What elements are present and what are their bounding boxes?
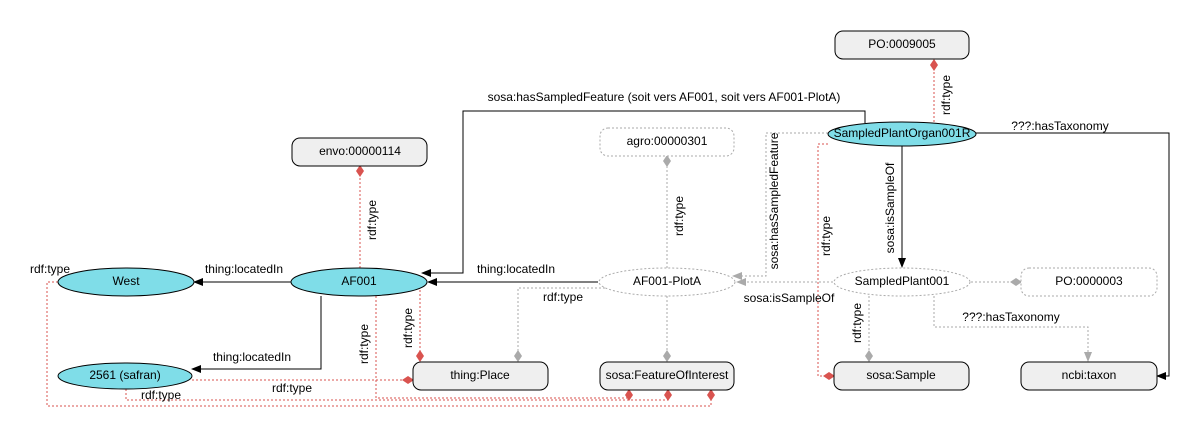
node-agro[interactable]: agro:00000301 [599, 127, 735, 157]
edge-af001-located-in-safran [191, 296, 322, 373]
node-sampled-plant-organ-label: SampledPlantOrgan001R [834, 126, 971, 140]
edge-sp001-has-taxonomy-taxon [933, 296, 1092, 362]
node-west-label: West [112, 274, 140, 288]
label-safran-rdftype-foi: rdf:type [141, 388, 181, 402]
node-west[interactable]: West [57, 267, 195, 297]
node-ncbi-taxon[interactable]: ncbi:taxon [1020, 361, 1158, 391]
node-envo-label: envo:00000114 [319, 144, 401, 158]
node-feature-of-interest[interactable]: sosa:FeatureOfInterest [599, 361, 735, 391]
node-ncbi-taxon-label: ncbi:taxon [1062, 368, 1117, 382]
label-has-sampled-feature: sosa:hasSampledFeature [767, 132, 781, 269]
node-safran[interactable]: 2561 (safran) [57, 362, 193, 390]
node-envo[interactable]: envo:00000114 [291, 137, 428, 167]
edge-safran-rdftype-foi [125, 389, 672, 401]
label-has-sampled-feature-long: sosa:hasSampledFeature (soit vers AF001,… [488, 90, 841, 104]
label-af001-rdftype-foi: rdf:type [357, 324, 371, 364]
node-sampled-plant-organ[interactable]: SampledPlantOrgan001R [827, 121, 977, 147]
node-sampled-plant-label: SampledPlant001 [855, 274, 950, 288]
label-sp001-has-taxonomy: ???:hasTaxonomy [962, 310, 1059, 324]
label-sp001-is-sample-of: sosa:isSampleOf [744, 291, 835, 305]
label-sp001-rdftype-sample: rdf:type [850, 303, 864, 343]
label-spo-rdftype-sample: rdf:type [819, 216, 833, 256]
node-po-0000003-label: PO:0000003 [1055, 274, 1123, 288]
node-po-0009005-label: PO:0009005 [868, 37, 936, 51]
edge-spo-has-taxonomy-taxon [975, 132, 1170, 380]
edge-plota-rdftype-place [514, 287, 605, 362]
node-agro-label: agro:00000301 [627, 134, 708, 148]
node-sosa-sample-label: sosa:Sample [866, 368, 936, 382]
label-af001-rdftype-place: rdf:type [401, 308, 415, 348]
edge-af001-rdftype-foi [375, 296, 633, 401]
label-spo-rdftype: rdf:type [939, 75, 953, 115]
label-af001-located-in-safran: thing:locatedIn [213, 350, 291, 364]
node-thing-place[interactable]: thing:Place [412, 361, 549, 391]
node-sosa-sample[interactable]: sosa:Sample [833, 361, 970, 391]
node-af001-plota[interactable]: AF001-PlotA [598, 267, 736, 297]
node-af001[interactable]: AF001 [290, 267, 428, 297]
edge-spo-rdftype-sample [817, 143, 835, 380]
label-west-rdftype: rdf:type [30, 262, 70, 276]
edge-spo-af001-has-sampled-feature [421, 110, 866, 277]
node-thing-place-label: thing:Place [450, 368, 510, 382]
edge-spo-has-sampled-feature-plota [732, 132, 828, 280]
label-plota-located-in: thing:locatedIn [477, 262, 555, 276]
node-feature-of-interest-label: sosa:FeatureOfInterest [606, 368, 729, 382]
label-af001-located-in-west: thing:locatedIn [205, 262, 283, 276]
node-af001-label: AF001 [341, 274, 377, 288]
label-spo-has-taxonomy: ???:hasTaxonomy [1011, 119, 1108, 133]
node-po-0009005[interactable]: PO:0009005 [834, 30, 970, 60]
node-sampled-plant[interactable]: SampledPlant001 [833, 267, 971, 297]
edge-west-rdftype-foi [46, 281, 715, 407]
label-spo-is-sample-of: sosa:isSampleOf [883, 162, 897, 253]
label-safran-rdftype-place: rdf:type [272, 381, 312, 395]
label-plota-rdftype-place: rdf:type [543, 290, 583, 304]
node-af001-plota-label: AF001-PlotA [633, 274, 701, 288]
label-plota-rdftype-agro: rdf:type [672, 196, 686, 236]
node-po-0000003[interactable]: PO:0000003 [1020, 267, 1158, 297]
label-af001-rdftype-envo: rdf:type [365, 200, 379, 240]
node-safran-label: 2561 (safran) [89, 368, 160, 382]
